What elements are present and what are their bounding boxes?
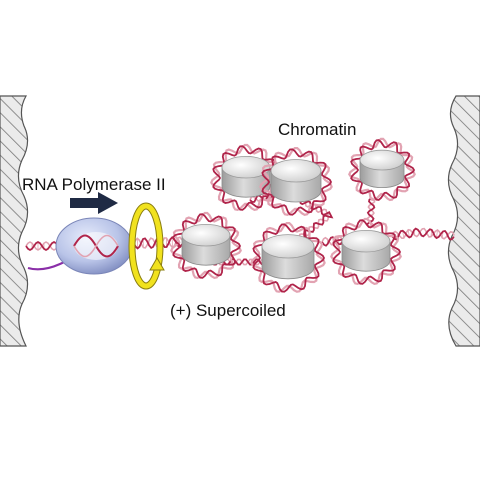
nucleosome (210, 143, 282, 212)
nucleosome (250, 222, 326, 293)
dna-left-strand (25, 240, 61, 252)
chromatin-nucleosomes (170, 137, 416, 293)
supercoiled-label: (+) Supercoiled (170, 301, 286, 320)
rna-polymerase-label: RNA Polymerase II (22, 175, 166, 194)
nucleosome (259, 147, 333, 216)
rna-polymerase-ii (55, 217, 133, 275)
right-anchor-wall (447, 95, 480, 347)
left-anchor-wall (0, 95, 29, 347)
nucleosome (330, 217, 402, 286)
nucleosome (348, 137, 416, 202)
nucleosome (170, 211, 242, 280)
circular-twist-arrow-icon (128, 202, 165, 290)
chromatin-label: Chromatin (278, 120, 356, 139)
dna-right-strand (391, 227, 455, 241)
right-arrow-icon (70, 192, 118, 214)
